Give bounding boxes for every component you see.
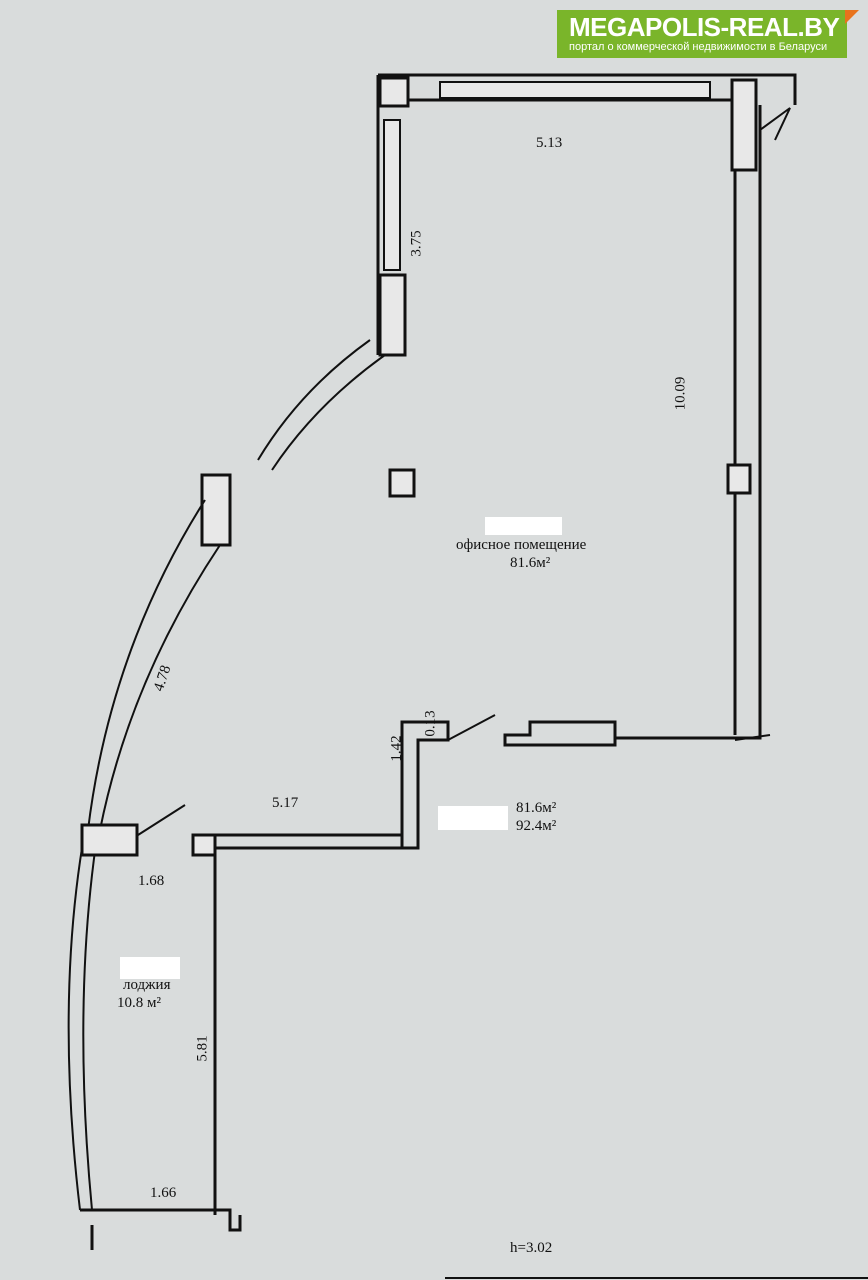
dim-loggia-top: 1.68 bbox=[138, 873, 165, 889]
room-loggia-area: 10.8 м² bbox=[117, 995, 161, 1011]
area-total: 92.4м² bbox=[516, 818, 557, 834]
room-office-area: 81.6м² bbox=[510, 555, 551, 571]
megapolis-logo[interactable]: MEGAPOLIS-REAL.BY портал о коммерческой … bbox=[557, 10, 859, 58]
room-office-name: офисное помещение bbox=[456, 537, 587, 553]
room-loggia-name: лоджия bbox=[123, 977, 171, 993]
window-top bbox=[439, 81, 711, 99]
dim-top-width: 5.13 bbox=[536, 135, 563, 151]
dim-corridor-width: 5.17 bbox=[272, 795, 299, 811]
column-top-left bbox=[378, 76, 410, 108]
column-mid-left bbox=[378, 273, 407, 357]
ceiling-height: h=3.02 bbox=[510, 1240, 553, 1256]
wall-top bbox=[376, 73, 797, 740]
dim-upper-left: 3.75 bbox=[408, 230, 425, 257]
wall-loggia-bottom bbox=[80, 1208, 242, 1250]
logo-corner-icon bbox=[845, 10, 859, 24]
dim-right-height: 10.09 bbox=[672, 376, 689, 411]
pillar-right bbox=[726, 463, 752, 495]
dim-step-height: 1.42 bbox=[388, 735, 405, 762]
logo-title: MEGAPOLIS-REAL.BY bbox=[569, 12, 840, 42]
window-left bbox=[383, 119, 401, 271]
door-swing-1 bbox=[137, 714, 771, 836]
wall-interior bbox=[195, 720, 450, 1215]
logo-subtitle: портал о коммерческой недвижимости в Бел… bbox=[569, 41, 828, 53]
wall-curved-left bbox=[87, 499, 221, 831]
column-loggia bbox=[80, 823, 139, 857]
column-curve bbox=[200, 473, 232, 547]
wall-curved-upper bbox=[257, 339, 386, 471]
column-interior bbox=[191, 833, 217, 857]
pillar-left bbox=[388, 468, 416, 498]
vent bbox=[759, 107, 791, 141]
redaction bbox=[438, 806, 508, 830]
redaction bbox=[120, 957, 180, 979]
area-main: 81.6м² bbox=[516, 800, 557, 816]
dim-loggia-height: 5.81 bbox=[194, 1035, 211, 1062]
dim-loggia-bottom: 1.66 bbox=[150, 1185, 177, 1201]
doorway-right bbox=[503, 720, 617, 747]
column-top-right bbox=[730, 78, 758, 172]
wall-loggia-outer bbox=[67, 829, 99, 1211]
redaction bbox=[485, 517, 562, 535]
dim-step-width: 0.13 bbox=[422, 710, 439, 737]
